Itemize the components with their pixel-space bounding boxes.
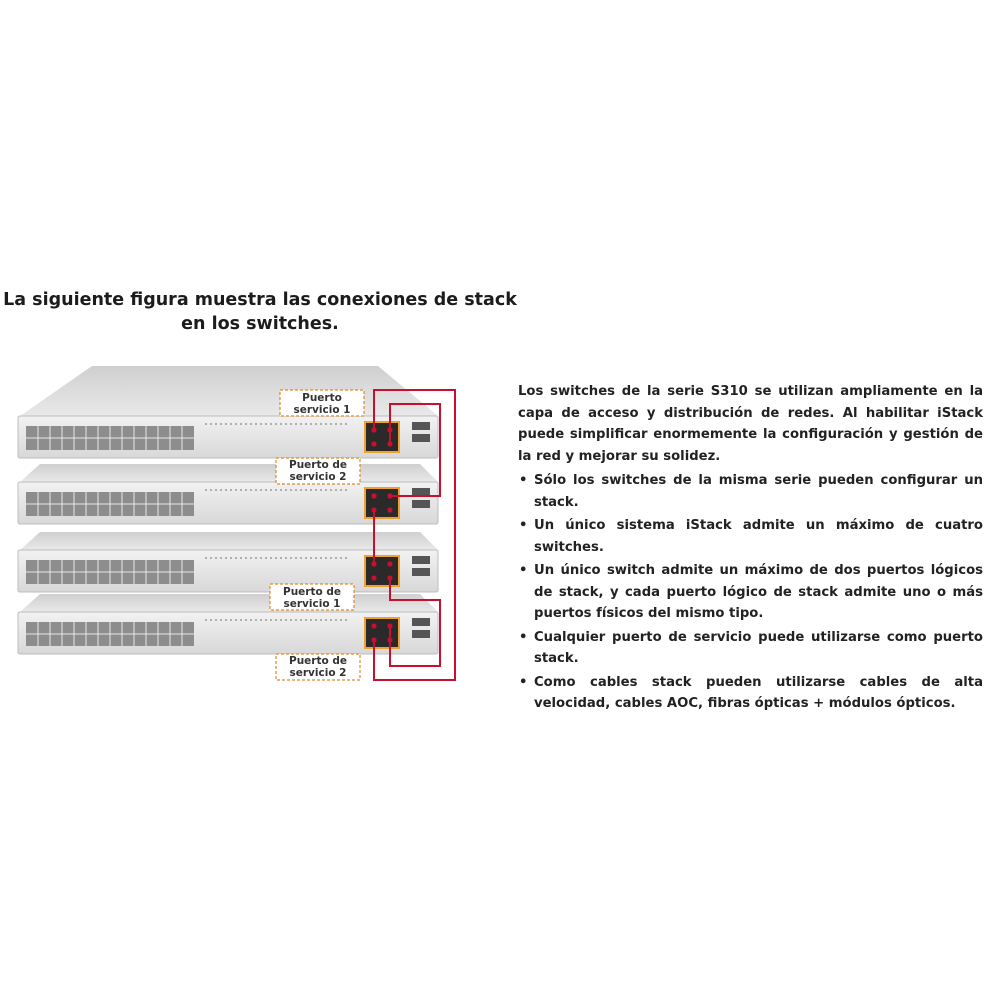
callout-label-1-line-1: Puerto bbox=[302, 392, 342, 404]
switch-3 bbox=[17, 532, 439, 593]
stack-cables bbox=[373, 389, 456, 681]
switch-1 bbox=[17, 366, 439, 459]
callout-label-4-line-1: Puerto de bbox=[289, 655, 347, 667]
callout-label-2-line-1: Puerto de bbox=[289, 459, 347, 471]
callout-label-2-line-2: servicio 2 bbox=[290, 471, 347, 483]
stack-cable bbox=[373, 389, 456, 681]
callout-label-3-line-2: servicio 1 bbox=[284, 598, 341, 610]
sfp-port-block bbox=[364, 487, 400, 519]
callout-label-3: Puerto de servicio 1 bbox=[269, 583, 355, 611]
feature-list: Sólo los switches de la misma serie pued… bbox=[518, 470, 983, 715]
switch-4 bbox=[17, 594, 439, 655]
rj45-port-block bbox=[26, 622, 194, 646]
callout-label-4: Puerto de servicio 2 bbox=[275, 653, 361, 681]
figure-title-line-1: La siguiente figura muestra las conexion… bbox=[3, 290, 517, 310]
feature-item: Un único switch admite un máximo de dos … bbox=[518, 560, 983, 625]
feature-item: Un único sistema iStack admite un máximo… bbox=[518, 515, 983, 558]
rj45-port-block bbox=[26, 560, 194, 584]
rj45-port-block bbox=[26, 492, 194, 516]
callout-label-1-line-2: servicio 1 bbox=[294, 404, 351, 416]
callout-label-3-line-1: Puerto de bbox=[283, 586, 341, 598]
switch-2 bbox=[17, 464, 439, 525]
sfp-port-block bbox=[364, 555, 400, 587]
description-intro: Los switches de la serie S310 se utiliza… bbox=[518, 384, 983, 464]
sfp-port-block bbox=[364, 617, 400, 649]
stack-cable bbox=[389, 578, 441, 667]
figure-title-line-2: en los switches. bbox=[181, 314, 339, 334]
stack-cable bbox=[389, 403, 441, 497]
feature-item: Sólo los switches de la misma serie pued… bbox=[518, 470, 983, 513]
feature-item: Cualquier puerto de servicio puede utili… bbox=[518, 627, 983, 670]
description-panel: Los switches de la serie S310 se utiliza… bbox=[518, 381, 983, 717]
figure-title: La siguiente figura muestra las conexion… bbox=[0, 288, 520, 336]
callout-label-1: Puerto servicio 1 bbox=[279, 389, 365, 417]
rj45-port-block bbox=[26, 426, 194, 450]
stack-diagram: Puerto servicio 1 Puerto de servicio 2 P… bbox=[17, 366, 456, 681]
feature-item: Como cables stack pueden utilizarse cabl… bbox=[518, 672, 983, 715]
sfp-port-block bbox=[364, 421, 400, 453]
callout-label-2: Puerto de servicio 2 bbox=[275, 457, 361, 485]
callout-label-4-line-2: servicio 2 bbox=[290, 667, 347, 679]
